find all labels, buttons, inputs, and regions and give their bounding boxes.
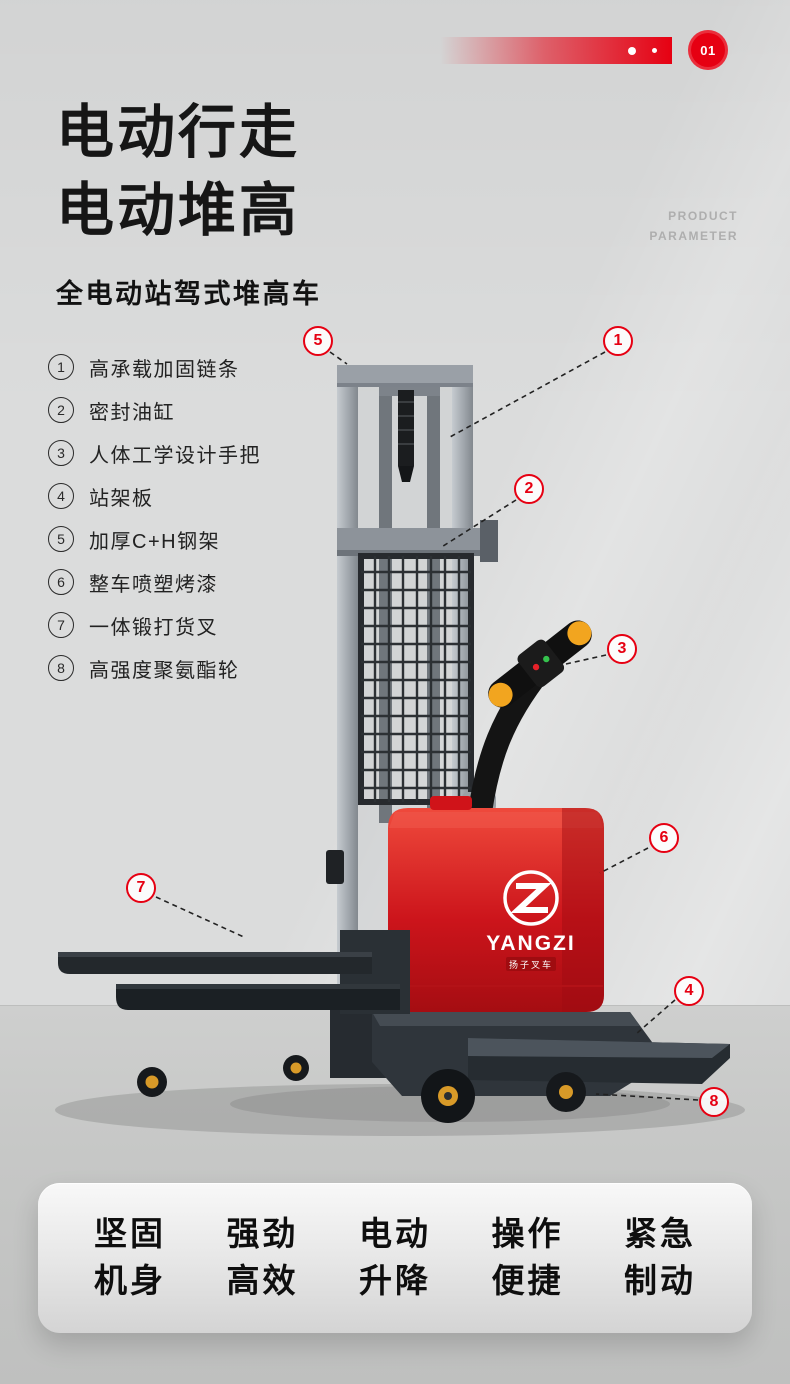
feature-label: 高承载加固链条: [89, 358, 240, 381]
dot-icon: [652, 48, 657, 53]
brand-logo-mark: [510, 883, 552, 913]
feature-label: 整车喷塑烤漆: [89, 573, 218, 596]
carriage-beam: [337, 520, 498, 562]
feature-label: 加厚C+H钢架: [89, 530, 221, 553]
feature-item: 3 人体工学设计手把: [48, 438, 261, 468]
feature-number: 1: [48, 354, 74, 380]
feature-label: 密封油缸: [89, 401, 175, 424]
lift-chain: [398, 390, 414, 482]
highlight-item: 紧急 制动: [624, 1211, 696, 1305]
highlight-line2: 制动: [624, 1262, 696, 1299]
highlights-panel: 坚固 机身 强劲 高效 电动 升降 操作 便捷 紧急 制动: [38, 1183, 752, 1333]
feature-item: 1 高承载加固链条: [48, 352, 261, 382]
highlight-line1: 操作: [491, 1215, 564, 1253]
side-label-line1: PRODUCT: [668, 209, 738, 223]
callout-1: 1: [603, 326, 633, 356]
feature-label: 一体锻打货叉: [89, 616, 218, 639]
feature-item: 7 一体锻打货叉: [48, 610, 261, 640]
callout-2: 2: [514, 474, 544, 504]
highlight-line2: 便捷: [491, 1262, 564, 1299]
page-subtitle: 全电动站驾式堆高车: [56, 279, 322, 309]
feature-item: 6 整车喷塑烤漆: [48, 567, 261, 597]
index-accent-bar: [440, 37, 672, 64]
truck-body: [388, 796, 604, 1012]
feature-item: 8 高强度聚氨酯轮: [48, 653, 261, 683]
forks: [58, 930, 410, 1014]
highlight-line2: 升降: [359, 1262, 431, 1299]
page-title-line2: 电动堆高: [56, 177, 301, 243]
highlight-item: 电动 升降: [359, 1211, 431, 1305]
feature-item: 2 密封油缸: [48, 395, 261, 425]
highlight-line1: 紧急: [624, 1215, 696, 1253]
mast: [326, 365, 473, 1010]
callout-3: 3: [607, 634, 637, 664]
backrest-mesh: [358, 553, 474, 805]
feature-list: 1 高承载加固链条 2 密封油缸 3 人体工学设计手把 4 站架板 5 加厚C+…: [48, 352, 261, 683]
callout-8: 8: [699, 1087, 729, 1117]
feature-number: 8: [48, 655, 74, 681]
page-index-badge: 01: [688, 30, 728, 70]
feature-label: 高强度聚氨酯轮: [89, 659, 240, 682]
highlight-line2: 高效: [226, 1262, 299, 1299]
side-label-line2: PARAMETER: [649, 229, 738, 244]
page-title-line1: 电动行走: [56, 100, 301, 165]
side-label: PRODUCT PARAMETER: [649, 206, 738, 247]
feature-number: 6: [48, 569, 74, 595]
feature-label: 人体工学设计手把: [89, 444, 261, 467]
feature-number: 5: [48, 526, 74, 552]
brand-logo: YANGZI 扬子叉车: [486, 870, 575, 971]
feature-number: 7: [48, 612, 74, 638]
brand-logo-subtext: 扬子叉车: [509, 959, 553, 970]
highlight-item: 坚固 机身: [94, 1211, 166, 1305]
page-title: 电动行走 电动堆高: [56, 94, 300, 249]
feature-number: 4: [48, 483, 74, 509]
brand-logo-text: YANGZI: [486, 932, 575, 955]
highlight-line1: 强劲: [226, 1215, 299, 1253]
callout-7: 7: [126, 873, 156, 903]
feature-number: 3: [48, 440, 74, 466]
tiller-handle: [462, 620, 592, 824]
callout-4: 4: [674, 976, 704, 1006]
highlight-line2: 机身: [94, 1262, 166, 1299]
callout-5: 5: [303, 326, 333, 356]
feature-number: 2: [48, 397, 74, 423]
feature-label: 站架板: [89, 487, 154, 510]
highlight-line1: 电动: [359, 1215, 431, 1253]
feature-item: 4 站架板: [48, 481, 261, 511]
highlight-item: 操作 便捷: [492, 1211, 564, 1305]
dot-icon: [628, 47, 636, 55]
highlight-item: 强劲 高效: [227, 1211, 299, 1305]
highlight-line1: 坚固: [94, 1215, 166, 1253]
feature-item: 5 加厚C+H钢架: [48, 524, 261, 554]
callout-6: 6: [649, 823, 679, 853]
